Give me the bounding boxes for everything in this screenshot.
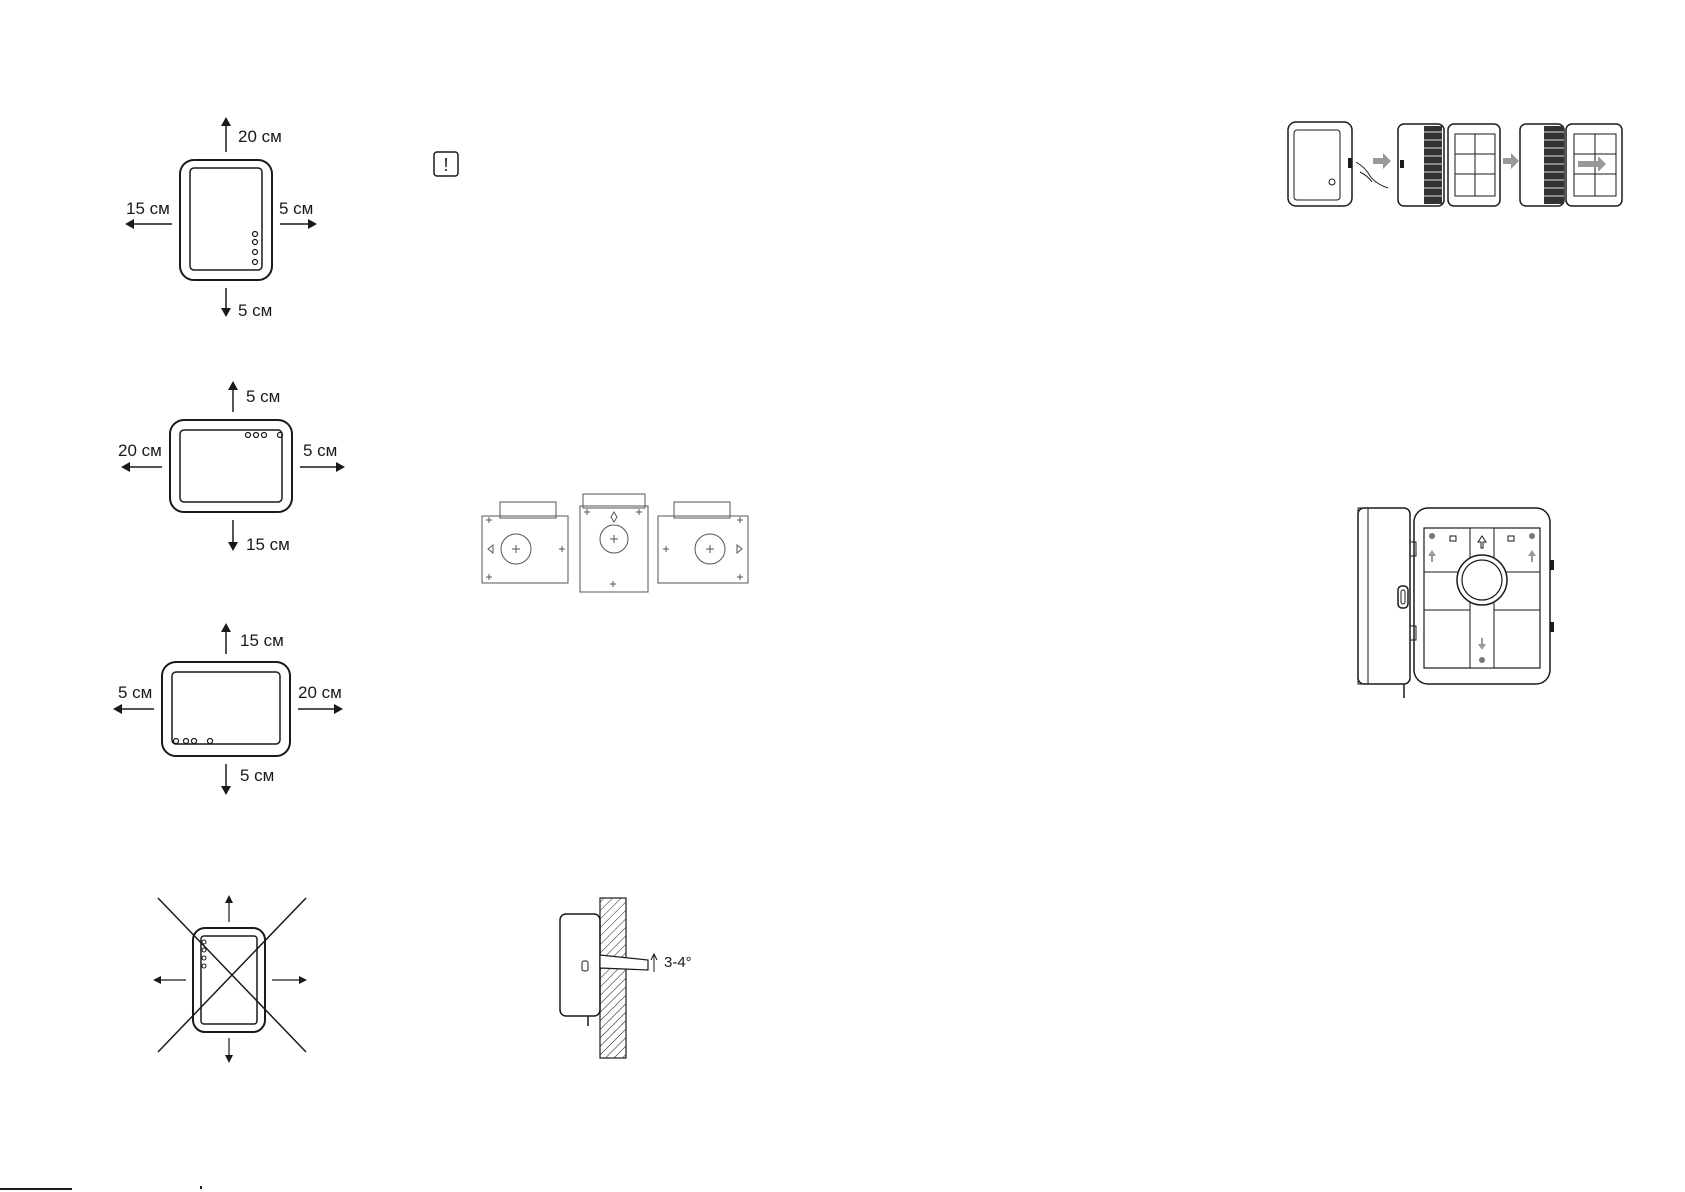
clearance-right-label: 5 см	[303, 441, 337, 460]
mounting-template-left	[482, 502, 568, 583]
exclamation-icon: !	[443, 155, 448, 175]
page-edge-rule	[0, 1188, 72, 1190]
arrow-up-icon	[225, 895, 233, 922]
device-filter-pull	[1520, 124, 1622, 206]
arrow-down-icon	[1478, 638, 1486, 650]
arrow-right-icon	[1503, 153, 1519, 169]
device-outline-landscape	[170, 420, 292, 512]
port-dots	[246, 433, 283, 438]
device-outline-landscape	[162, 662, 290, 756]
unlock-icon	[1508, 536, 1514, 541]
arrow-up-icon	[228, 381, 238, 412]
arrow-down-icon	[221, 764, 231, 795]
clearance-left-label: 20 см	[118, 441, 162, 460]
arrow-right-icon	[1373, 153, 1391, 169]
device-outline-portrait	[180, 160, 272, 280]
arrow-left-icon	[113, 704, 154, 714]
arrow-down-icon	[221, 288, 231, 317]
arrow-right-icon	[272, 976, 307, 984]
tilt-angle-label: 3-4°	[664, 954, 692, 971]
arrow-left-icon	[125, 219, 172, 229]
clearance-bottom-label: 15 см	[246, 535, 290, 554]
clearance-top-label: 15 см	[240, 631, 284, 650]
arrow-up-icon	[1528, 550, 1536, 562]
arrow-left-icon	[121, 462, 162, 472]
clearance-top-label: 5 см	[246, 387, 280, 406]
clearance-right-label: 20 см	[298, 683, 342, 702]
arrow-up-icon	[1478, 536, 1486, 548]
clearance-left-label: 5 см	[118, 683, 152, 702]
device-outline-portrait	[193, 928, 265, 1032]
clearance-left-label: 15 см	[126, 199, 170, 218]
device-door	[1358, 508, 1416, 698]
arrow-up-icon	[1428, 550, 1436, 562]
screw-icon	[1529, 533, 1535, 539]
arrow-left-icon	[153, 976, 186, 984]
port-dots	[253, 232, 258, 265]
mounting-template-center	[580, 494, 648, 592]
page-edge-tick	[200, 1186, 202, 1189]
clearance-bottom-label: 5 см	[238, 301, 272, 320]
cross-out-icon	[158, 898, 306, 1052]
arrow-right-icon	[280, 219, 317, 229]
hand-icon	[1356, 162, 1388, 188]
mounting-screw	[600, 955, 648, 970]
wall-section	[600, 898, 626, 1058]
port-dots	[174, 739, 213, 744]
screw-icon	[1479, 657, 1485, 663]
mounting-template-right	[658, 502, 748, 583]
arrow-up-icon	[221, 623, 231, 654]
arrow-right-icon	[1578, 156, 1606, 172]
clearance-top-label: 20 см	[238, 127, 282, 146]
arrow-right-icon	[298, 704, 343, 714]
device-closed	[1288, 122, 1388, 206]
arrow-right-icon	[300, 462, 345, 472]
lock-icon	[1450, 536, 1456, 541]
clearance-bottom-label: 5 см	[240, 766, 274, 785]
clearance-right-label: 5 см	[279, 199, 313, 218]
tilt-indicator	[651, 954, 657, 972]
screw-icon	[1429, 533, 1435, 539]
device-body-open	[1414, 508, 1554, 684]
arrow-up-icon	[221, 117, 231, 152]
arrow-down-icon	[225, 1038, 233, 1063]
device-open	[1398, 124, 1500, 206]
arrow-down-icon	[228, 520, 238, 551]
device-side-profile	[560, 914, 600, 1026]
